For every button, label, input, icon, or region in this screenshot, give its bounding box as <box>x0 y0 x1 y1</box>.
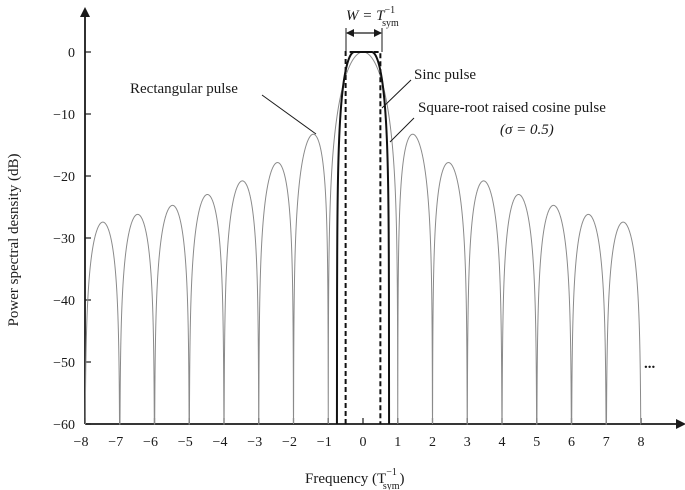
y-tick-label: −50 <box>53 356 75 371</box>
x-tick-label: 5 <box>533 435 540 450</box>
srrc-pulse-leader <box>389 117 415 143</box>
x-tick-label: 2 <box>429 435 436 450</box>
bandwidth-label: W = T−1 sym <box>346 5 399 29</box>
x-tick-label: 7 <box>603 435 610 450</box>
bandwidth-annotation: W = T−1 sym <box>345 5 399 52</box>
x-tick-label: −5 <box>178 435 193 450</box>
x-axis-title: Frequency (T−1 sym) <box>305 467 405 490</box>
bandwidth-label-main: W = T <box>346 8 386 24</box>
x-tick-label: −4 <box>213 435 228 450</box>
rect-pulse-label: Rectangular pulse <box>130 81 238 97</box>
x-tick-label: −6 <box>143 435 158 450</box>
y-tick-label: −40 <box>53 294 75 309</box>
x-tick-label: −3 <box>247 435 262 450</box>
series-sinc-pulse <box>344 51 382 424</box>
y-tick-label: −20 <box>53 170 75 185</box>
x-axis-ticks: −8 −7 −6 −5 −4 −3 −2 −1 0 1 2 3 4 5 6 7 8 <box>74 418 645 450</box>
x-tick-label: −8 <box>74 435 89 450</box>
x-axis-title-main: Frequency (T <box>305 471 386 487</box>
x-axis-title-sub: sym <box>383 481 400 490</box>
y-tick-label: −60 <box>53 418 75 433</box>
y-axis-ticks: 0 −10 −20 −30 −40 −50 −60 <box>53 46 91 433</box>
x-tick-label: −2 <box>282 435 297 450</box>
x-tick-label: −7 <box>108 435 123 450</box>
x-tick-label: −1 <box>317 435 332 450</box>
bandwidth-label-sup: −1 <box>384 5 395 16</box>
srrc-param-label: (σ = 0.5) <box>500 122 554 138</box>
continuation-ellipsis: ... <box>644 356 656 372</box>
bandwidth-label-sub: sym <box>382 18 399 29</box>
x-tick-label: 1 <box>394 435 401 450</box>
y-tick-label: −30 <box>53 232 75 247</box>
x-tick-label: 4 <box>499 435 506 450</box>
y-tick-label: 0 <box>68 46 75 61</box>
sinc-pulse-label: Sinc pulse <box>414 67 476 83</box>
y-tick-label: −10 <box>53 108 75 123</box>
x-tick-label: 3 <box>464 435 471 450</box>
sinc-pulse-leader <box>381 79 412 109</box>
x-axis-title-sup: −1 <box>386 467 397 478</box>
x-axis-title-close: ) <box>400 471 405 487</box>
rect-pulse-leader <box>261 94 317 135</box>
x-tick-label: 8 <box>638 435 645 450</box>
y-axis-title: Power spectral desnsity (dB) <box>6 154 22 327</box>
x-tick-label: 6 <box>568 435 575 450</box>
x-tick-label: 0 <box>360 435 367 450</box>
srrc-pulse-label: Square-root raised cosine pulse <box>418 100 606 116</box>
